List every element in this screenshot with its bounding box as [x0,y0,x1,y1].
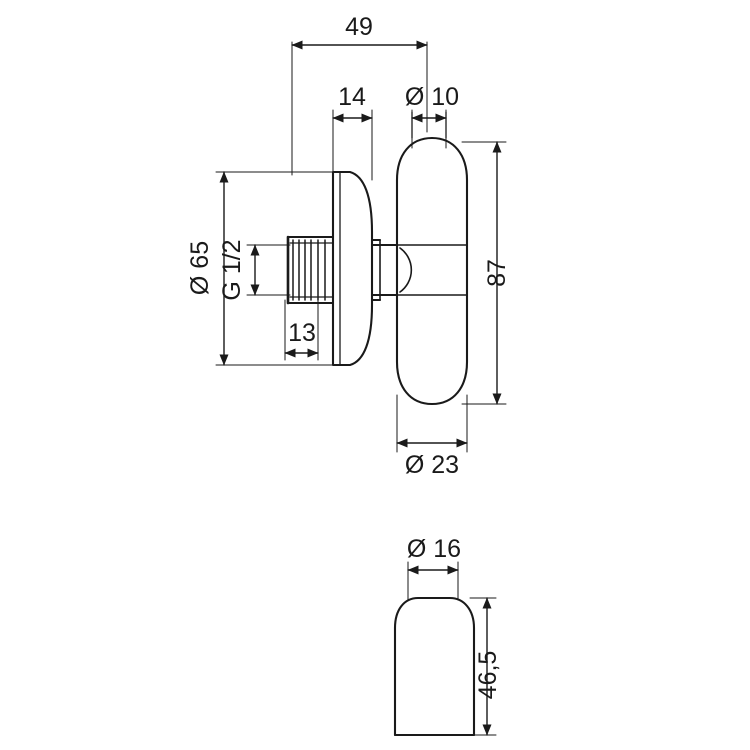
dimension-labels: 49 14 Ø 10 13 Ø 65 G 1/2 87 Ø 23 Ø 16 46… [186,13,511,699]
dim-label-cap-diameter: Ø 16 [407,535,461,563]
main-assembly-view [286,111,469,406]
thread-root-lines [289,242,334,298]
dim-label-body-diameter: Ø 23 [405,451,459,479]
valve-body-outline [395,136,469,406]
extension-lines [215,41,507,736]
valve-seat-arc [399,247,413,293]
dim-label-cap-height: 46,5 [474,651,502,700]
dim-label-thread-size: G 1/2 [218,239,246,300]
dim-label-spindle-diameter: Ø 10 [405,83,459,111]
dim-label-overall-length: 49 [345,13,373,41]
cap-outline [393,596,476,737]
thread-crest-lines [292,239,326,301]
dim-label-body-height: 87 [483,259,511,287]
dim-label-flange-diameter: Ø 65 [186,241,214,295]
dim-label-flange-depth: 14 [338,83,366,111]
stem-shoulder-caps [370,238,382,302]
connecting-stem [370,243,399,297]
dimension-lines [219,40,502,736]
cap-detail-view [393,596,476,737]
escutcheon-outline [331,170,374,367]
dim-label-thread-length: 13 [288,319,316,347]
spindle-stub [411,111,447,139]
